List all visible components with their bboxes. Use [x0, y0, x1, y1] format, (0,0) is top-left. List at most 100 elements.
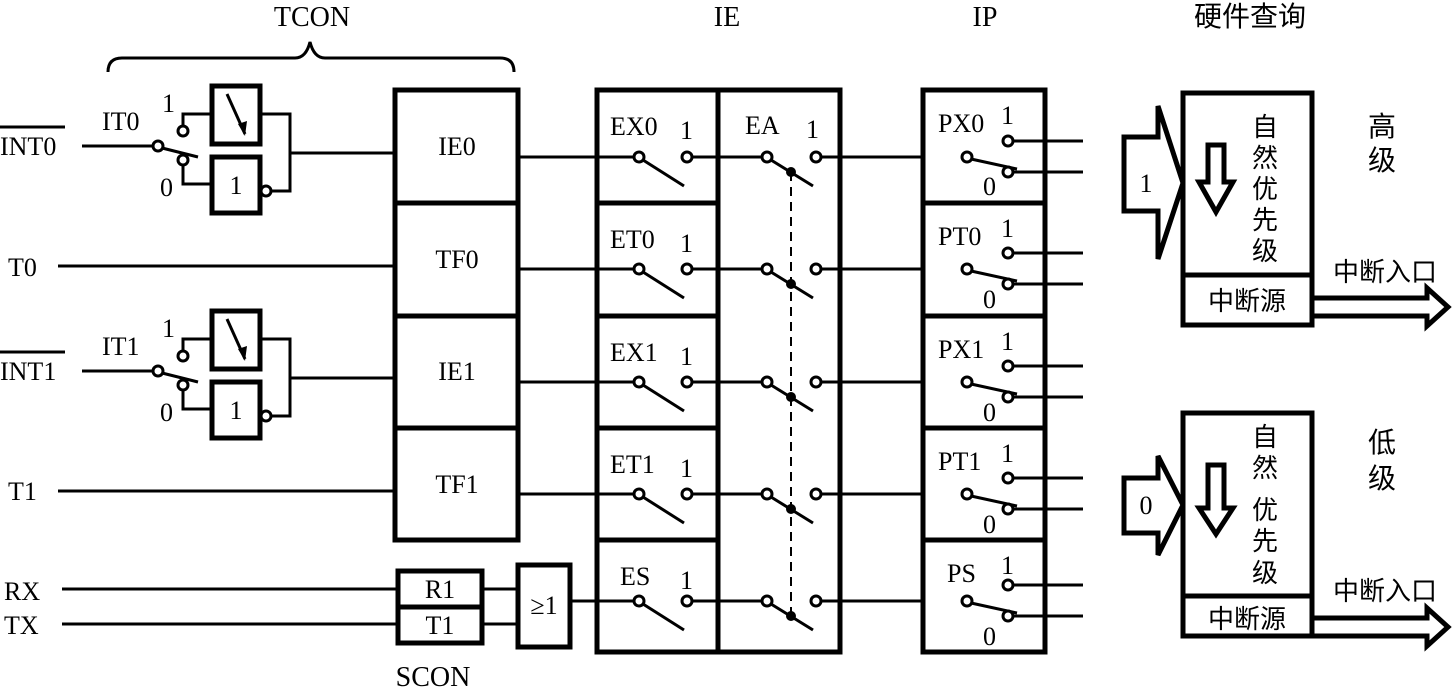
ip-on-label: 1	[1001, 214, 1014, 243]
it0-label: IT0	[102, 107, 140, 136]
ip-contact-low	[1001, 502, 1015, 516]
ip-contact-high	[1001, 471, 1015, 485]
tcon-header: TCON	[274, 2, 350, 33]
it0-pos0-label: 0	[160, 173, 173, 202]
int0-merge-wire	[260, 112, 292, 193]
ip-off-label: 0	[983, 172, 996, 201]
high-interrupt-entry-label: 中断入口	[1333, 258, 1437, 288]
ip-contact-low	[1001, 165, 1015, 179]
ie-switch-pivot	[632, 487, 646, 501]
high-natural-char: 先	[1252, 206, 1278, 236]
flag-t1: T1	[426, 611, 455, 640]
ip-on-label: 1	[1001, 439, 1014, 468]
ip-on-label: 1	[1001, 551, 1014, 580]
it1-contact-1	[176, 349, 190, 363]
ie-switch-blade	[642, 158, 685, 188]
high-input-value: 1	[1140, 169, 1153, 198]
it1-level-wire	[181, 390, 210, 411]
ie-switch-pivot	[632, 262, 646, 276]
or-gate-label: ≥1	[530, 591, 557, 620]
scon-label: SCON	[396, 662, 471, 691]
high-natural-char: 级	[1252, 237, 1278, 267]
ip-switch-pivot	[960, 487, 974, 501]
ip-switch-pivot	[960, 375, 974, 389]
it1-edge-wire	[181, 337, 210, 351]
natural-order-arrow-icon	[1194, 142, 1238, 218]
low-level-char: 低	[1368, 426, 1396, 459]
high-input-arrow	[1121, 105, 1186, 260]
it1-pos1-label: 1	[162, 314, 175, 343]
int0-inverter-bubble	[259, 184, 273, 198]
ip-register	[920, 87, 1048, 655]
ip-contact-low	[1001, 277, 1015, 291]
ip-bit-label: PX0	[938, 109, 984, 138]
it0-switch-blade	[161, 146, 199, 159]
low-output-arrow	[1309, 602, 1452, 652]
ie-row-ex1: EX1 1	[597, 338, 923, 413]
ip-contact-high	[1001, 578, 1015, 592]
ea-switch-pivot	[760, 150, 774, 164]
it1-label: IT1	[102, 332, 140, 361]
ea-gang-joint	[786, 611, 796, 621]
ip-contact-high	[1001, 359, 1015, 373]
ip-on-label: 1	[1001, 101, 1014, 130]
t0-label: T0	[8, 253, 37, 282]
ea-switch-contact	[809, 487, 823, 501]
low-input-value: 0	[1140, 491, 1153, 520]
high-interrupt-source: 中断源	[1208, 287, 1286, 317]
ie-switch-contact	[680, 594, 694, 608]
ie-switch-pivot	[632, 375, 646, 389]
ie-on-label: 1	[680, 229, 693, 258]
ie-bit-label: EX1	[610, 338, 658, 367]
high-natural-char: 然	[1252, 144, 1278, 174]
int1-label: INT1	[0, 357, 56, 386]
ip-switch-pivot	[960, 262, 974, 276]
t1-label: T1	[8, 477, 37, 506]
int0-label: INT0	[0, 132, 56, 161]
ie-bit-label: ET0	[610, 225, 655, 254]
ea-switch-contact	[809, 594, 823, 608]
ip-off-label: 0	[983, 510, 996, 539]
it0-contact-0	[176, 153, 190, 167]
ea-switch-pivot	[760, 594, 774, 608]
or-gate	[515, 562, 573, 650]
ie-switch-blade	[642, 495, 685, 525]
ea-gang-joint	[786, 504, 796, 514]
ie-on-label: 1	[680, 342, 693, 371]
ie-on-label: 1	[680, 454, 693, 483]
low-natural-char: 然	[1252, 454, 1278, 484]
flag-ie0: IE0	[438, 132, 476, 161]
ie-on-label: 1	[680, 116, 693, 145]
ip-bit-label: PS	[947, 559, 976, 588]
ie-switch-contact	[680, 487, 694, 501]
it0-switch-pivot	[151, 139, 165, 153]
ea-on-label: 1	[806, 115, 819, 144]
flag-ie1: IE1	[438, 357, 476, 386]
ie-switch-contact	[680, 262, 694, 276]
ea-switch-contact	[809, 375, 823, 389]
ea-switch-contact	[809, 262, 823, 276]
low-input-arrow	[1121, 454, 1186, 557]
high-priority-block	[1180, 90, 1315, 328]
int0-inverter-label: 1	[230, 171, 243, 200]
ea-switch-contact	[809, 150, 823, 164]
low-interrupt-entry-label: 中断入口	[1333, 577, 1437, 607]
rx-label: RX	[4, 577, 40, 606]
low-interrupt-source: 中断源	[1208, 605, 1286, 635]
ea-switch-pivot	[760, 262, 774, 276]
high-natural-char: 自	[1252, 113, 1278, 143]
ip-off-label: 0	[983, 285, 996, 314]
ip-off-label: 0	[983, 398, 996, 427]
ie-header: IE	[714, 2, 740, 33]
low-priority-block	[1180, 410, 1315, 639]
low-natural-char: 自	[1252, 423, 1278, 453]
ip-switch-pivot	[960, 150, 974, 164]
ie-on-label: 1	[680, 566, 693, 595]
high-level-char: 高	[1368, 110, 1396, 143]
ip-switch-pivot	[960, 594, 974, 608]
ea-gang-joint	[786, 392, 796, 402]
falling-edge-arrowhead-icon	[238, 346, 247, 361]
